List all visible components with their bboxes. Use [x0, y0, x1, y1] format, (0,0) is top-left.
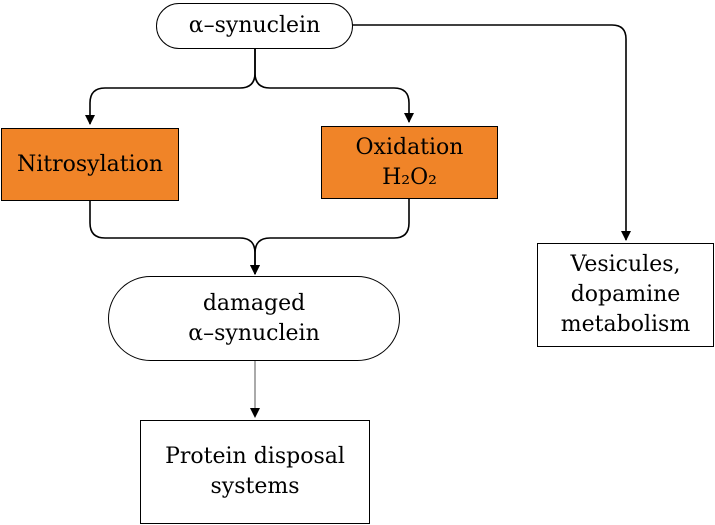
edge-oxidation-to-damaged: [250, 198, 410, 275]
node-alpha-synuclein: α–synuclein: [156, 3, 353, 49]
node-oxidation-line-1: Oxidation: [355, 134, 464, 160]
edge-synuclein-to-oxidation: [254, 48, 414, 123]
node-nitrosylation-line-1: Nitrosylation: [16, 151, 164, 177]
edge-synuclein-to-nitrosylation: [85, 48, 256, 125]
node-disposal-line-2: systems: [210, 474, 300, 499]
node-vesicules-line-2: dopamine: [570, 282, 681, 307]
node-disposal-line-1: Protein disposal: [165, 444, 345, 469]
node-oxidation-line-2: H₂O₂: [382, 164, 437, 190]
node-vesicules-dopamine-metabolism: Vesicules, dopamine metabolism: [537, 243, 714, 347]
node-vesicules-line-1: Vesicules,: [570, 252, 681, 277]
node-oxidation: Oxidation H₂O₂: [321, 126, 498, 199]
node-damaged-line-2: α–synuclein: [188, 320, 320, 346]
node-protein-disposal-systems: Protein disposal systems: [140, 420, 370, 524]
edge-synuclein-to-vesicules: [352, 24, 631, 241]
node-damaged-line-1: damaged: [202, 290, 306, 316]
node-damaged-alpha-synuclein: damaged α–synuclein: [108, 276, 400, 361]
node-alpha-synuclein-line-1: α–synuclein: [188, 13, 321, 38]
node-nitrosylation: Nitrosylation: [1, 128, 179, 201]
edge-nitrosylation-to-damaged: [89, 200, 260, 275]
node-vesicules-line-3: metabolism: [560, 312, 691, 337]
